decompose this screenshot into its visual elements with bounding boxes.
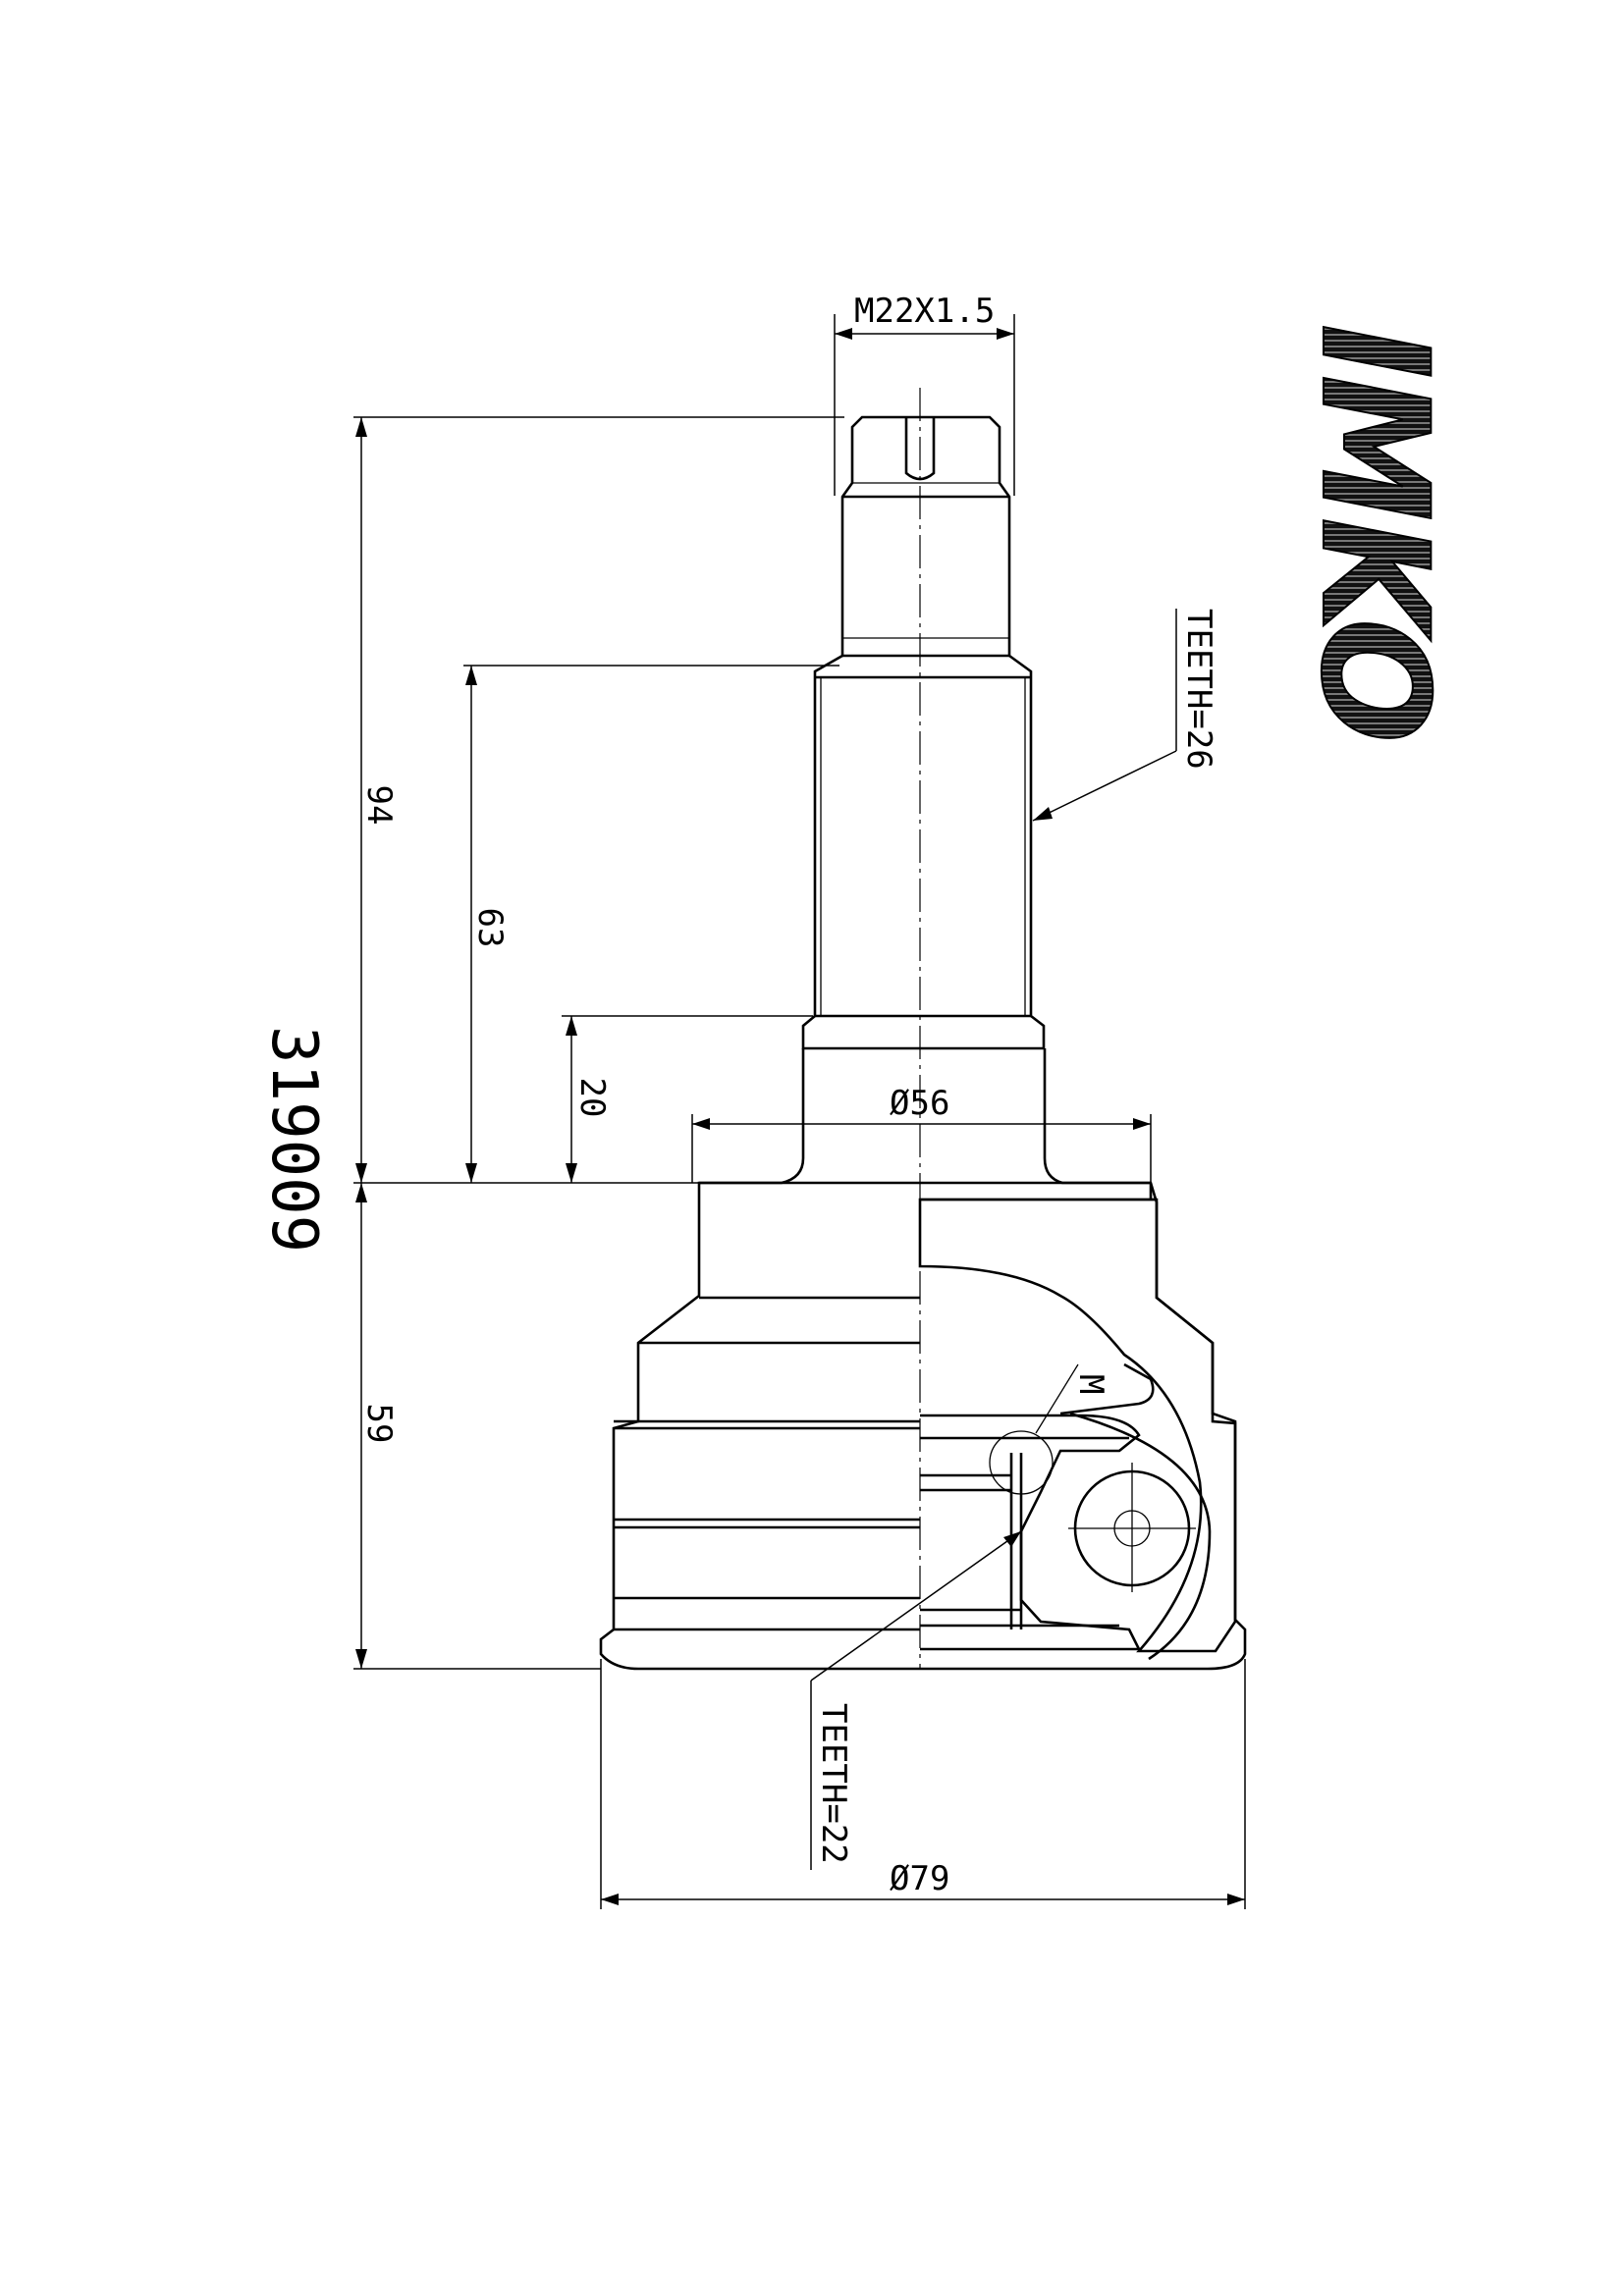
dimension-lines	[353, 314, 1246, 1909]
thread-label: M22X1.5	[854, 292, 995, 331]
teeth-outer-label: TEETH=26	[1179, 609, 1218, 770]
spline-shaft	[801, 654, 1046, 1050]
cotter-slot	[904, 417, 936, 481]
teeth-inner-label: TEETH=22	[814, 1703, 853, 1864]
part-number: 319009	[257, 1026, 330, 1253]
neck-diameter-label: Ø56	[890, 1084, 949, 1123]
detail-marker-label: M	[1071, 1374, 1110, 1394]
detail-circle	[989, 1430, 1054, 1495]
ball-cage	[1059, 1362, 1155, 1415]
body-length-label: 59	[359, 1404, 399, 1444]
neck	[599, 1048, 1247, 1671]
overall-length-label: 94	[359, 785, 399, 826]
brand-logo: IMKO	[1288, 324, 1459, 739]
section-view	[918, 1198, 1237, 1661]
hatched-housing	[918, 1198, 1237, 1653]
dimension-labels: M22X1.5 94 63 20 59 Ø56 Ø79 TEETH=26 TEE…	[257, 292, 1218, 1898]
neck-length-label: 20	[572, 1078, 612, 1118]
inner-race	[920, 1414, 1142, 1651]
spline-length-label: 63	[470, 908, 510, 948]
threaded-tip	[840, 415, 1011, 658]
body-diameter-label: Ø79	[890, 1859, 949, 1898]
